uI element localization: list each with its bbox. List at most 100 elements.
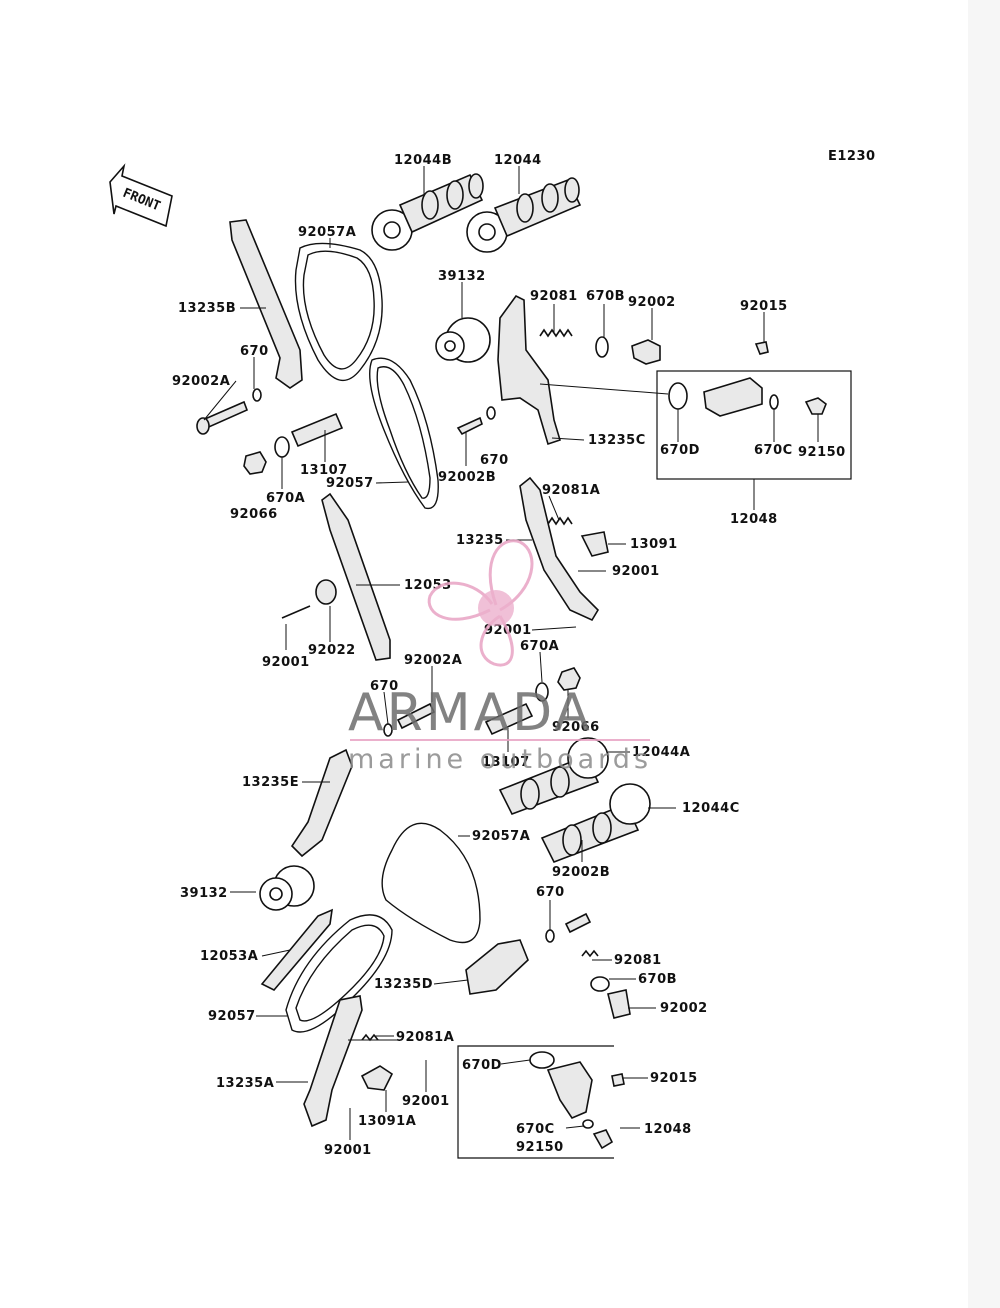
tensioner-arm-13235C — [497, 294, 561, 446]
sprocket-39132 — [435, 317, 491, 363]
label-92057A-lower: 92057A — [472, 829, 530, 844]
label-92057-lower: 92057 — [208, 1009, 256, 1024]
label-92066: 92066 — [230, 507, 278, 522]
chain-guide-13235E — [290, 748, 353, 858]
label-670D: 670D — [660, 443, 700, 458]
label-670A-lower: 670A — [520, 639, 559, 654]
label-670-lower: 670 — [370, 679, 399, 694]
sprocket-39132-lower — [259, 865, 315, 911]
spring-92081A — [547, 516, 573, 526]
camshaft-12044A — [498, 737, 609, 816]
label-92002: 92002 — [628, 295, 676, 310]
diagram-code: E1230 — [828, 149, 876, 164]
camshaft-12044C — [540, 783, 651, 864]
screw-92001 — [281, 605, 311, 619]
cap-92066-lower — [557, 667, 581, 691]
label-12044C: 12044C — [682, 801, 740, 816]
o-ring-670A — [274, 436, 290, 458]
label-92001-d: 92001 — [402, 1094, 450, 1109]
camshaft-12044B — [371, 173, 484, 251]
label-12048: 12048 — [730, 512, 778, 527]
label-92081A: 92081A — [542, 483, 600, 498]
label-670C: 670C — [754, 443, 793, 458]
label-92002B: 92002B — [438, 470, 496, 485]
chain-guide-12053 — [321, 492, 391, 661]
label-12048-lower: 12048 — [644, 1122, 692, 1137]
kit-box-12048-lower — [457, 1045, 614, 1159]
label-92002A: 92002A — [172, 374, 230, 389]
watermark-brand: ARMADA — [348, 683, 593, 743]
label-12044: 12044 — [494, 153, 542, 168]
label-670B-lower: 670B — [638, 972, 677, 987]
bracket-13091 — [580, 531, 609, 557]
watermark: ARMADA marine outboards — [348, 539, 652, 775]
label-13235A: 13235A — [216, 1076, 274, 1091]
o-ring-670A-lower — [535, 682, 549, 702]
label-92002B-lower: 92002B — [552, 865, 610, 880]
spring-92081-lower — [581, 949, 599, 958]
label-670-mid: 670 — [480, 453, 509, 468]
label-670C-lower: 670C — [516, 1122, 555, 1137]
label-670: 670 — [240, 344, 269, 359]
washer-670 — [252, 388, 262, 402]
label-12044B: 12044B — [394, 153, 452, 168]
label-13235B: 13235B — [178, 301, 236, 316]
label-13235: 13235 — [456, 533, 504, 548]
label-670A: 670A — [266, 491, 305, 506]
watermark-tagline: marine outboards — [348, 744, 652, 775]
label-12044A: 12044A — [632, 745, 690, 760]
tensioner-arm-13235D — [465, 939, 529, 995]
label-39132: 39132 — [438, 269, 486, 284]
bracket-13091A — [360, 1065, 394, 1091]
label-13107: 13107 — [300, 463, 348, 478]
bolt-92002A-lower — [396, 702, 436, 730]
label-39132-lower: 39132 — [180, 886, 228, 901]
label-92150: 92150 — [798, 445, 846, 460]
chain-guide-12053A — [260, 908, 333, 991]
label-670D-lower: 670D — [462, 1058, 502, 1073]
label-92022: 92022 — [308, 643, 356, 658]
tensioner-arm-13235A — [303, 995, 363, 1128]
label-92002-lower: 92002 — [660, 1001, 708, 1016]
spring-92081 — [539, 328, 573, 338]
label-13091: 13091 — [630, 537, 678, 552]
label-92150-lower: 92150 — [516, 1140, 564, 1155]
label-92002A-lower: 92002A — [404, 653, 462, 668]
bolt-92002B-lower — [564, 912, 592, 934]
label-12053: 12053 — [404, 578, 452, 593]
label-670-bottom: 670 — [536, 885, 565, 900]
tensioner-arm-13235 — [519, 476, 600, 622]
o-ring-670B-lower — [590, 976, 610, 992]
washer-92022 — [315, 579, 337, 605]
pin-13107-lower — [484, 702, 534, 736]
tensioner-assembly-12048-lower — [529, 1051, 625, 1150]
bolt-92002B — [456, 416, 483, 436]
page-edge — [968, 0, 1000, 1308]
tensioner-assembly-12048 — [668, 341, 827, 417]
washer-670-bottom — [545, 929, 555, 943]
propeller-logo-icon — [427, 539, 534, 667]
plug-92002 — [631, 339, 661, 365]
label-92001-c: 92001 — [262, 655, 310, 670]
label-13107-lower: 13107 — [482, 755, 530, 770]
camshaft-12044 — [466, 177, 582, 253]
label-13235E: 13235E — [242, 775, 299, 790]
label-92081-lower: 92081 — [614, 953, 662, 968]
part-labels: 12044B 12044 92057A 13235B 39132 92081 6… — [172, 153, 846, 1158]
label-92081: 92081 — [530, 289, 578, 304]
label-92001-a: 92001 — [612, 564, 660, 579]
label-13091A: 13091A — [358, 1114, 416, 1129]
label-92001-e: 92001 — [324, 1143, 372, 1158]
cam-chain-92057A — [294, 242, 383, 382]
label-92057: 92057 — [326, 476, 374, 491]
label-92057A: 92057A — [298, 225, 356, 240]
label-92081A-lower: 92081A — [396, 1030, 454, 1045]
pin-13107 — [290, 412, 344, 448]
cam-chain-92057-lower — [285, 914, 393, 1033]
label-92015: 92015 — [740, 299, 788, 314]
label-13235D: 13235D — [374, 977, 433, 992]
plug-92002-lower — [607, 989, 631, 1019]
cam-chain-92057 — [369, 357, 439, 510]
label-92015-lower: 92015 — [650, 1071, 698, 1086]
